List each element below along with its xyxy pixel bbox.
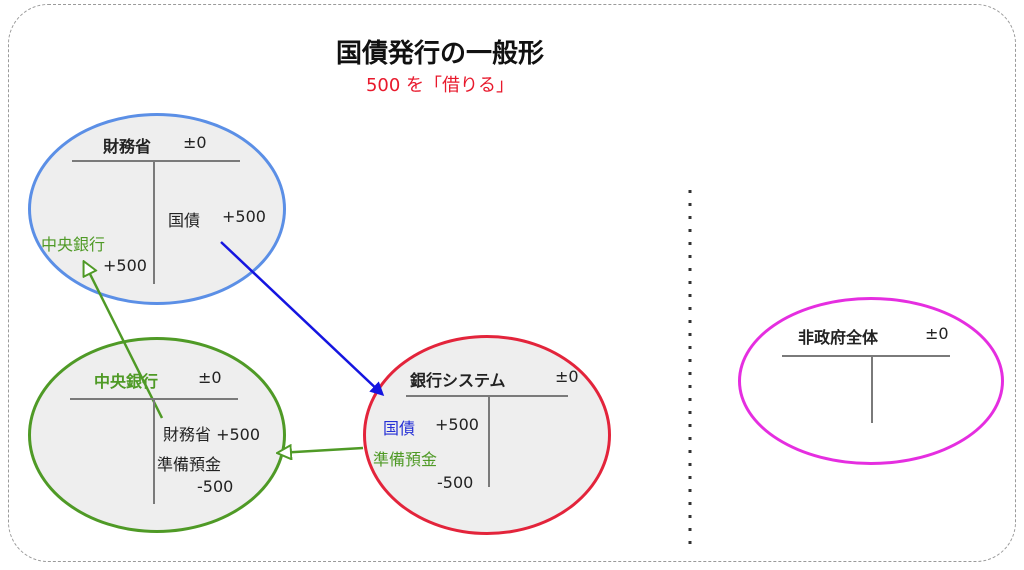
bank-system-t-account-vline [488,395,490,487]
non-gov-name: 非政府全体 [798,328,879,347]
bank-system-left-value1: +500 [435,415,479,434]
bank-system-t-account-hline [406,395,568,397]
mof-right-item: 国債 [168,211,201,230]
diagram-subtitle: 500 を「借りる」 [365,75,515,96]
bank-system-name: 銀行システム [410,371,506,390]
central-bank-right-value2: -500 [197,477,234,496]
mof-left-value: +500 [103,256,147,275]
mof-left-item: 中央銀行 [41,235,106,254]
non-gov-balance: ±0 [925,324,949,343]
central-bank-balance: ±0 [198,368,222,387]
central-bank-credit-arrow [84,262,164,419]
bank-system-left-item2: 準備預金 [373,450,438,469]
diagram-title: 国債発行の一般形 [335,39,544,69]
bank-system-left-value2: -500 [437,473,474,492]
mof-ellipse [28,113,286,305]
non-gov-t-account-hline [782,355,950,357]
central-bank-ellipse [28,337,286,533]
bank-system-ellipse [363,335,611,535]
bond-transfer-arrow [220,241,385,397]
mof-t-account-vline [153,160,155,284]
mof-name: 財務省 [103,137,152,156]
central-bank-name: 中央銀行 [94,372,159,391]
mof-right-value: +500 [222,207,266,226]
mof-t-account-hline [72,160,240,162]
non-gov-t-account-vline [871,355,873,423]
diagram-frame [8,4,1016,562]
central-bank-right-item1: 財務省 +500 [163,425,261,444]
bank-system-balance: ±0 [555,367,579,386]
mof-balance: ±0 [183,133,207,152]
reserve-transfer-arrow [278,448,364,453]
central-bank-t-account-vline [153,398,155,504]
bank-system-left-item1: 国債 [383,419,416,438]
central-bank-right-item2: 準備預金 [157,455,222,474]
